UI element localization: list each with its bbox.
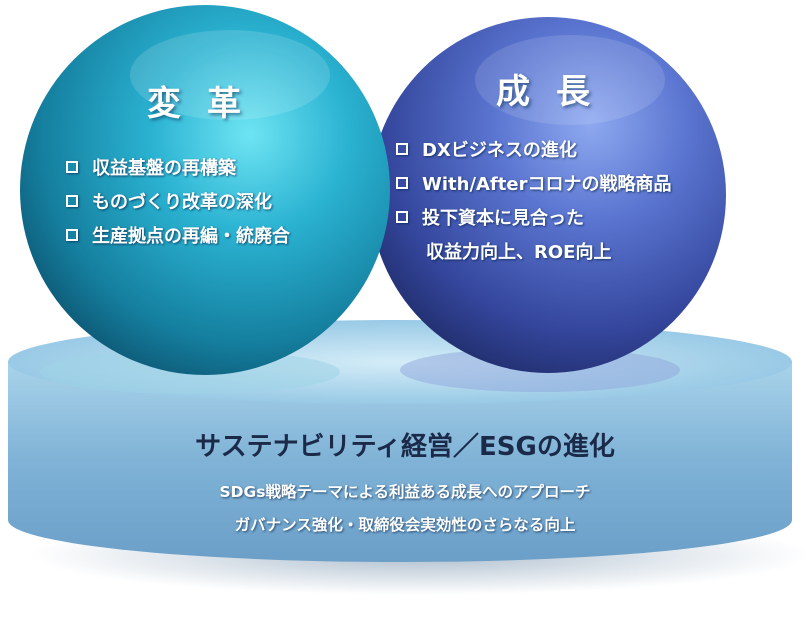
list-item-label: ものづくり改革の深化 <box>92 192 272 213</box>
base-line-2: ガバナンス強化・取締役会実効性のさらなる向上 <box>234 516 576 534</box>
left-sphere-highlight <box>130 30 330 120</box>
list-item: DXビジネスの進化 <box>396 132 671 166</box>
list-item-label: With/Afterコロナの戦略商品 <box>422 174 672 195</box>
list-item-label: 生産拠点の再編・統廃合 <box>92 226 290 247</box>
list-item: 生産拠点の再編・統廃合 <box>66 218 290 252</box>
left-sphere-title: 変革 <box>147 84 267 124</box>
checkbox-icon <box>396 143 408 155</box>
list-item: 収益基盤の再構築 <box>66 150 290 184</box>
left-sphere-list: 収益基盤の再構築 ものづくり改革の深化 生産拠点の再編・統廃合 <box>66 150 290 252</box>
checkbox-icon <box>396 211 408 223</box>
left-sphere <box>20 5 390 375</box>
list-item-label: DXビジネスの進化 <box>422 140 577 161</box>
list-item-label: 収益基盤の再構築 <box>92 158 236 179</box>
checkbox-icon <box>66 161 78 173</box>
list-item: ものづくり改革の深化 <box>66 184 290 218</box>
list-item: With/Afterコロナの戦略商品 <box>396 166 671 200</box>
list-item-label: 収益力向上、ROE向上 <box>426 242 612 263</box>
right-sphere-highlight <box>475 35 665 125</box>
base-line-1: SDGs戦略テーマによる利益ある成長へのアプローチ <box>219 483 591 501</box>
right-sphere <box>370 17 726 373</box>
list-item: 投下資本に見合った <box>396 200 671 234</box>
list-item-continuation: 収益力向上、ROE向上 <box>396 234 671 268</box>
base-title: サステナビリティ経営／ESGの進化 <box>195 432 615 462</box>
right-sphere-list: DXビジネスの進化 With/Afterコロナの戦略商品 投下資本に見合った 収… <box>396 132 671 268</box>
right-sphere-title: 成長 <box>496 72 616 112</box>
checkbox-icon <box>396 177 408 189</box>
list-item-label: 投下資本に見合った <box>422 208 584 229</box>
platform-side <box>8 362 792 562</box>
checkbox-icon <box>66 229 78 241</box>
checkbox-icon <box>66 195 78 207</box>
